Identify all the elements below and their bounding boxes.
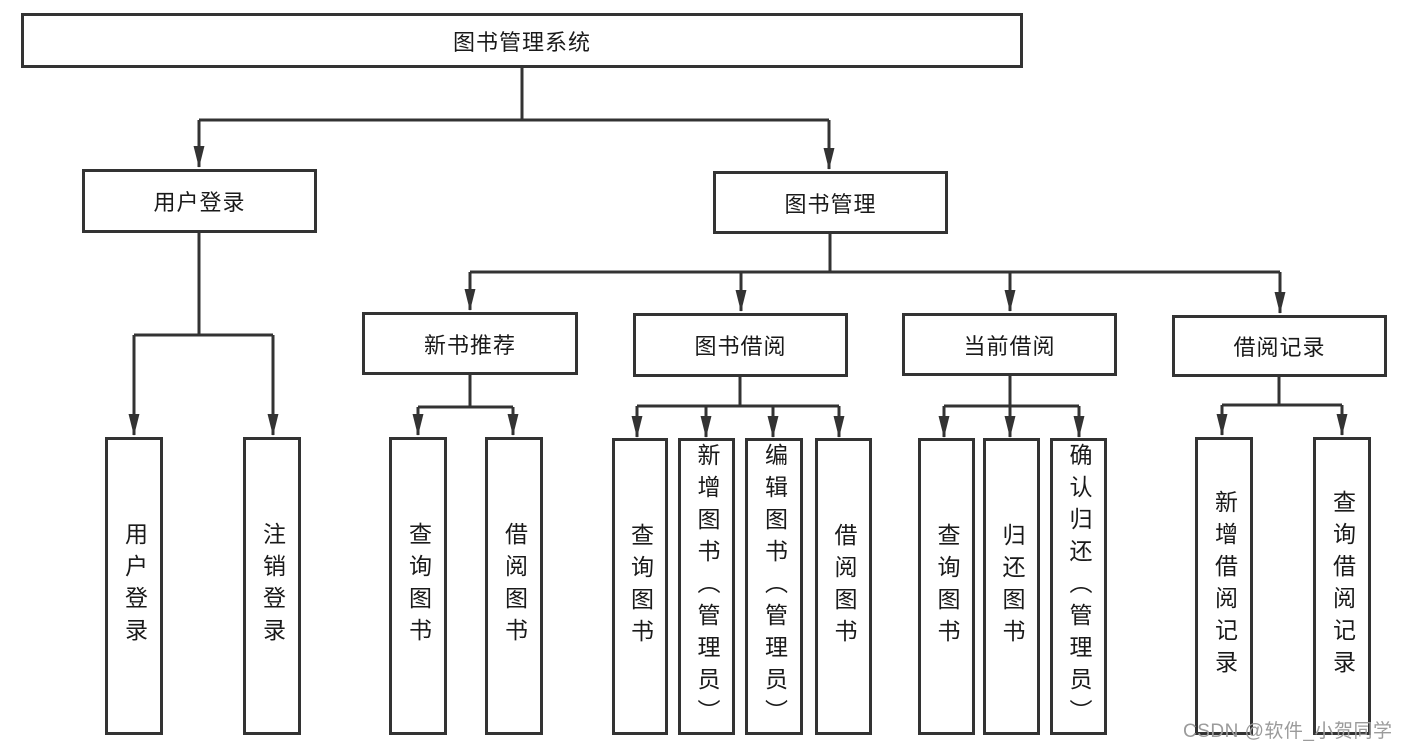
leaf-user-login: 用户登录 xyxy=(105,437,163,735)
leaf-edit-book-admin: 编辑图书（管理员） xyxy=(745,438,803,735)
node-label: 用户登录 xyxy=(121,522,148,650)
node-label: 确认归还（管理员） xyxy=(1066,442,1092,731)
node-borrowing-records: 借阅记录 xyxy=(1172,315,1387,377)
node-label: 图书管理系统 xyxy=(452,29,591,55)
leaf-borrow-books: 借阅图书 xyxy=(815,438,872,735)
leaf-logout: 注销登录 xyxy=(243,437,301,735)
leaf-add-borrow-record: 新增借阅记录 xyxy=(1195,437,1253,735)
leaf-query-borrow-record: 查询借阅记录 xyxy=(1313,437,1371,735)
node-label: 新书推荐 xyxy=(423,332,516,358)
leaf-query-books-borrow: 查询图书 xyxy=(612,438,668,735)
node-user-login: 用户登录 xyxy=(82,169,317,233)
node-label: 当前借阅 xyxy=(963,333,1056,359)
node-label: 新增借阅记录 xyxy=(1211,490,1238,682)
node-label: 图书管理 xyxy=(784,191,877,217)
node-label: 借阅记录 xyxy=(1233,335,1326,360)
node-label: 查询图书 xyxy=(627,522,654,651)
leaf-add-book-admin: 新增图书（管理员） xyxy=(678,438,735,735)
node-label: 用户登录 xyxy=(153,190,246,215)
node-label: 新增图书（管理员） xyxy=(694,442,720,731)
node-current-borrowing: 当前借阅 xyxy=(902,313,1117,376)
node-label: 查询图书 xyxy=(405,522,432,650)
node-book-borrowing: 图书借阅 xyxy=(633,313,848,377)
node-label: 借阅图书 xyxy=(831,522,857,651)
csdn-watermark: CSDN @软件_小贺同学 xyxy=(1183,721,1393,742)
node-label: 归还图书 xyxy=(999,522,1025,651)
node-library-management-system: 图书管理系统 xyxy=(21,13,1023,68)
node-label: 注销登录 xyxy=(259,522,286,650)
node-label: 查询借阅记录 xyxy=(1329,490,1356,682)
node-label: 图书借阅 xyxy=(694,334,787,359)
leaf-confirm-return-admin: 确认归还（管理员） xyxy=(1050,438,1107,735)
node-label: 查询图书 xyxy=(934,522,960,651)
node-label: 借阅图书 xyxy=(501,522,528,650)
node-new-book-recommend: 新书推荐 xyxy=(362,312,578,375)
leaf-query-books-current: 查询图书 xyxy=(918,438,975,735)
node-book-management: 图书管理 xyxy=(713,171,948,234)
leaf-borrow-books-recommend: 借阅图书 xyxy=(485,437,543,735)
leaf-query-books-recommend: 查询图书 xyxy=(389,437,447,735)
leaf-return-books: 归还图书 xyxy=(983,438,1040,735)
node-label: 编辑图书（管理员） xyxy=(761,442,788,731)
